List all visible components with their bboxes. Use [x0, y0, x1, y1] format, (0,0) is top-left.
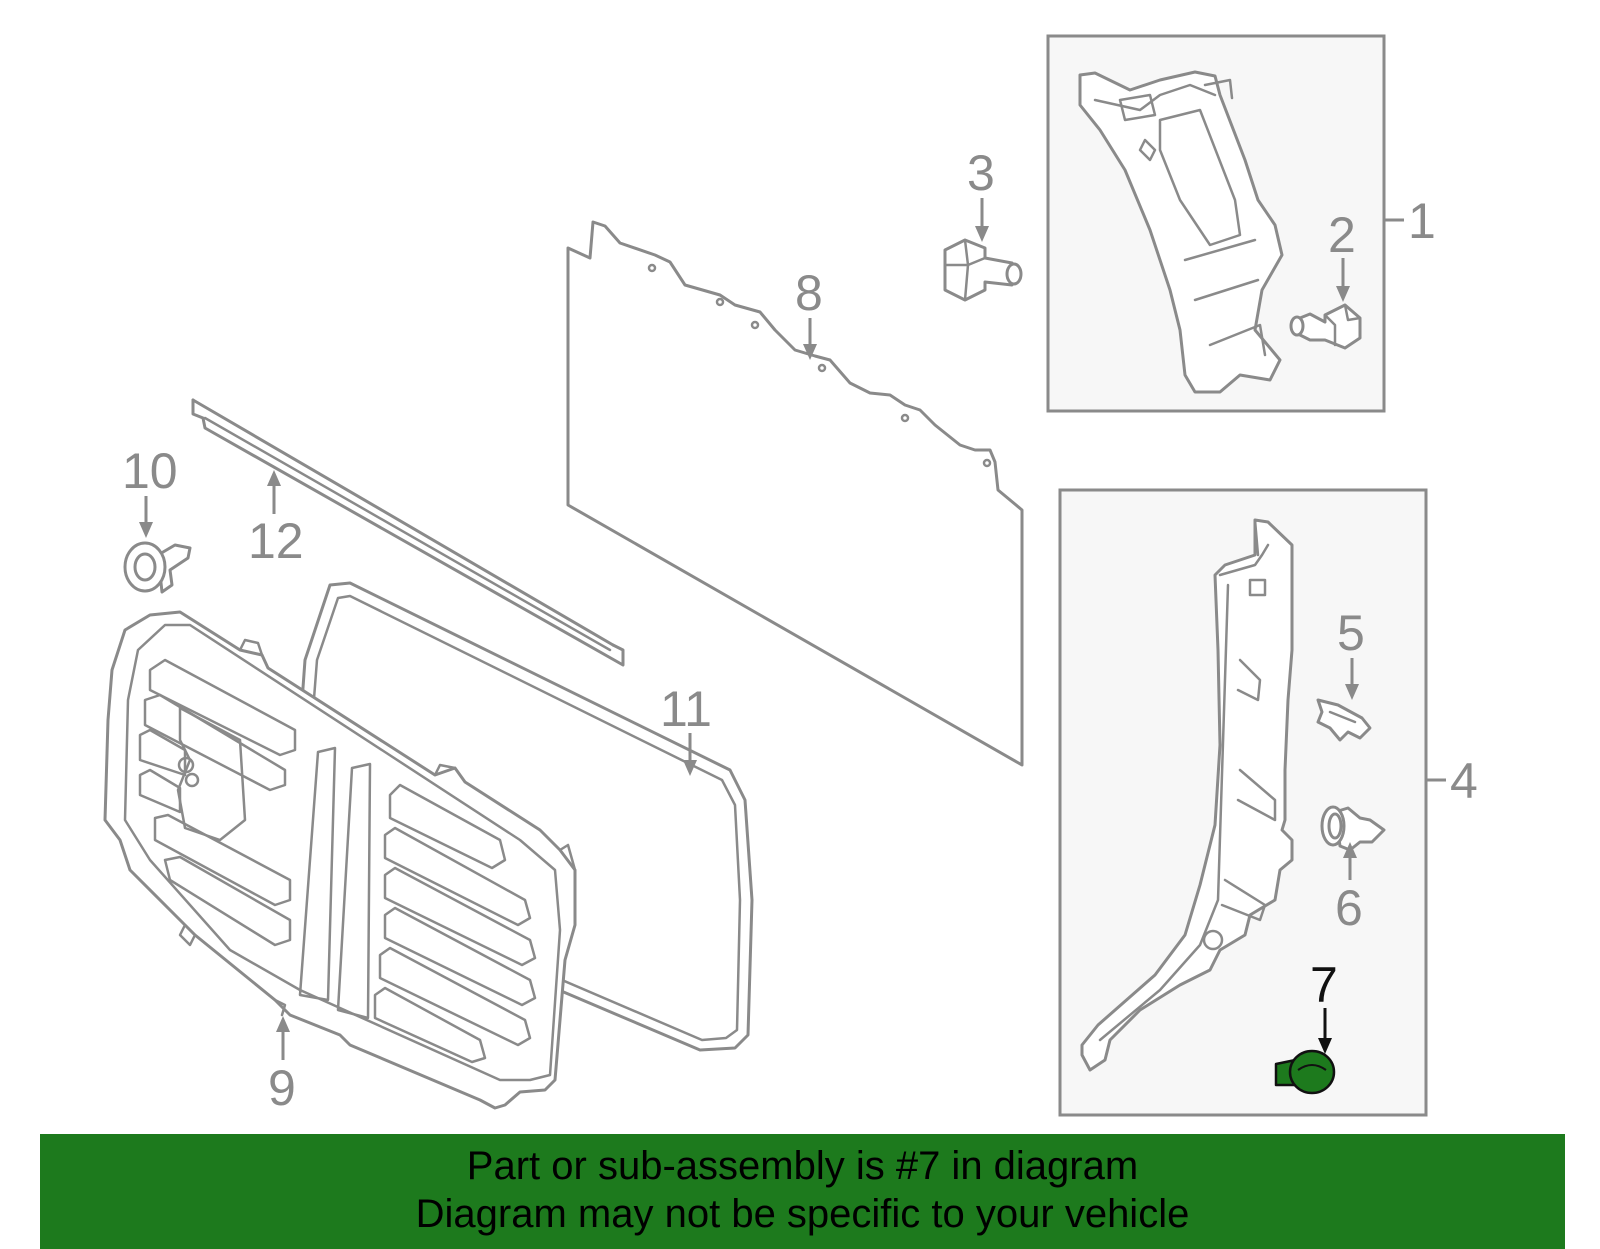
callout-8: 8 — [795, 265, 823, 321]
arrow-10 — [139, 496, 153, 538]
callout-3: 3 — [967, 145, 995, 201]
callout-9: 9 — [268, 1060, 296, 1116]
part-2-bolt — [1289, 303, 1362, 350]
callout-12: 12 — [248, 513, 304, 569]
callout-4: 4 — [1450, 753, 1478, 809]
arrow-5 — [1345, 658, 1359, 700]
part-12-strip — [191, 398, 625, 667]
callout-1: 1 — [1408, 193, 1436, 249]
part-6-clip — [1320, 805, 1386, 852]
callout-2: 2 — [1328, 207, 1356, 263]
part-8-panel — [566, 220, 1024, 767]
arrow-7 — [1318, 1008, 1332, 1054]
info-banner: Part or sub-assembly is #7 in diagram Di… — [40, 1134, 1565, 1249]
arrow-9 — [276, 1016, 290, 1060]
callout-6: 6 — [1335, 880, 1363, 936]
part-3-bolt — [943, 238, 1023, 302]
part-7-clip-highlighted[interactable] — [1274, 1049, 1336, 1095]
arrow-12 — [267, 470, 281, 514]
arrow-3 — [975, 198, 989, 242]
banner-line-2: Diagram may not be specific to your vehi… — [415, 1192, 1190, 1236]
part-9-grille — [103, 610, 577, 1110]
callout-11: 11 — [660, 681, 712, 737]
arrow-8 — [803, 318, 817, 360]
part-1-pillar-trim — [1078, 70, 1284, 394]
callout-5: 5 — [1337, 605, 1365, 661]
callout-10: 10 — [122, 443, 178, 499]
arrow-6 — [1343, 842, 1357, 880]
arrow-11 — [683, 733, 697, 776]
part-5-clip — [1316, 698, 1372, 742]
arrow-2 — [1336, 258, 1350, 302]
part-4-pillar-trim — [1080, 518, 1294, 1072]
banner-line-1: Part or sub-assembly is #7 in diagram — [466, 1144, 1139, 1188]
callout-7[interactable]: 7 — [1310, 957, 1338, 1013]
part-10-clip — [123, 541, 192, 594]
